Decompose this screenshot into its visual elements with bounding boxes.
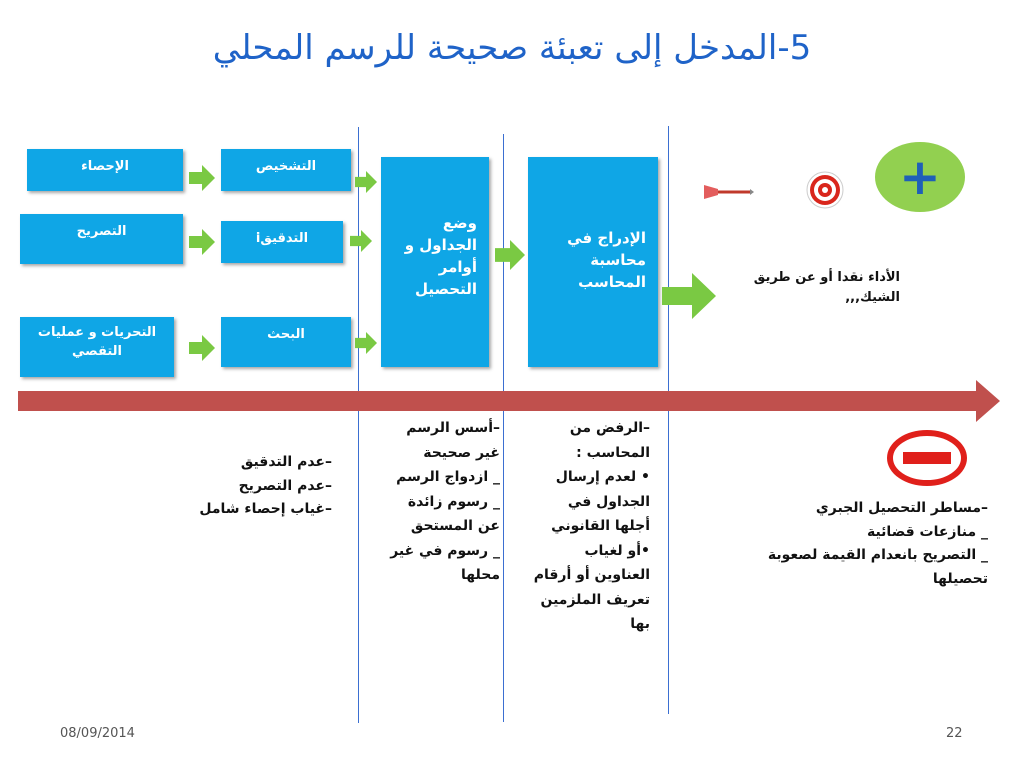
footer-date: 08/09/2014 — [60, 726, 135, 741]
slide-title: 5-المدخل إلى تعبئة صحيحة للرسم المحلي — [212, 28, 812, 68]
arrow-inclusion-payment — [662, 273, 716, 319]
divider-line-3 — [668, 126, 669, 714]
note-line: • لعدم إرسال — [555, 469, 650, 485]
timeline-arrow — [18, 380, 1000, 422]
note-line: _ رسوم زائدة — [407, 493, 500, 510]
footer-page-number: 22 — [946, 726, 963, 741]
arrow-audit-tables — [350, 230, 372, 252]
target-icon — [806, 171, 844, 209]
note-line: بها — [630, 616, 650, 632]
note-line: –أسس الرسم — [406, 420, 500, 436]
note-line: _ رسوم في غير — [390, 542, 500, 559]
note-line: –غياب إحصاء شامل — [199, 501, 332, 517]
notes-column-1: –عدم التدقيق –عدم التصريح –غياب إحصاء شا… — [150, 451, 332, 522]
note-line: العناوين أو أرقام — [533, 567, 650, 583]
note-line: تحصيلها — [932, 570, 988, 587]
tables-box: وضع الجداول و أوامر التحصيل — [381, 157, 489, 367]
plus-icon: + — [875, 142, 965, 212]
arrow-diagnosis-tables — [355, 171, 377, 193]
note-line: تعريف الملزمين — [540, 591, 650, 608]
arrow-tables-inclusion — [495, 240, 525, 270]
plus-symbol: + — [899, 148, 941, 206]
inclusion-label: الإدراج في محاسبة المحاسب — [567, 229, 646, 291]
note-line: –عدم التدقيق — [240, 454, 332, 470]
investigations-label: التحريات و عمليات التقصي — [37, 325, 157, 359]
arrow-declaration-audit — [189, 229, 215, 255]
arrow-research-tables — [355, 332, 377, 354]
note-line: غير صحيحة — [423, 444, 500, 461]
note-line: –الرفض من — [569, 420, 650, 436]
diagnosis-box: التشخيص — [221, 149, 351, 191]
note-line: المحاسب : — [576, 444, 650, 461]
note-line: –مساطر التحصيل الجبري — [815, 500, 988, 516]
dart-icon — [704, 185, 754, 199]
research-box: البحث — [221, 317, 351, 367]
census-box: الإحصاء — [27, 149, 183, 191]
note-line: أجلها القانوني — [551, 518, 650, 534]
note-line: •أو لغياب — [584, 542, 650, 559]
notes-column-3: –الرفض من المحاسب : • لعدم إرسال الجداول… — [512, 416, 650, 637]
tables-label: وضع الجداول و أوامر التحصيل — [404, 214, 477, 298]
divider-line-1 — [358, 127, 359, 723]
diagnosis-label: التشخيص — [255, 159, 317, 174]
notes-column-4: –مساطر التحصيل الجبري _ منازعات قضائية _… — [700, 497, 988, 591]
note-line: محلها — [461, 567, 500, 583]
census-label: الإحصاء — [81, 159, 129, 174]
inclusion-box: الإدراج في محاسبة المحاسب — [528, 157, 658, 367]
note-line: _ ازدواج الرسم — [396, 469, 500, 485]
note-line: عن المستحق — [410, 518, 500, 534]
investigations-box: التحريات و عمليات التقصي — [20, 317, 174, 377]
note-line: _ التصريح بانعدام القيمة لصعوبة — [767, 547, 988, 563]
note-line: –عدم التصريح — [238, 477, 332, 494]
research-label: البحث — [267, 327, 305, 342]
note-line: الجداول في — [567, 493, 650, 510]
note-line: _ منازعات قضائية — [866, 523, 988, 540]
notes-column-2: –أسس الرسم غير صحيحة _ ازدواج الرسم _ رس… — [368, 416, 500, 588]
arrow-investigations-research — [189, 335, 215, 361]
declaration-label: التصريح — [76, 224, 127, 239]
declaration-box: التصريح — [20, 214, 183, 264]
payment-label: الأداء نقدا أو عن طريق الشيك,,, — [753, 270, 900, 305]
arrow-census-diagnosis — [189, 165, 215, 191]
payment-text: الأداء نقدا أو عن طريق الشيك,,, — [720, 268, 900, 308]
divider-line-2 — [503, 134, 504, 722]
audit-label: التدقيقi — [255, 231, 309, 246]
audit-box: التدقيقi — [221, 221, 343, 263]
prohibited-icon — [887, 430, 967, 486]
